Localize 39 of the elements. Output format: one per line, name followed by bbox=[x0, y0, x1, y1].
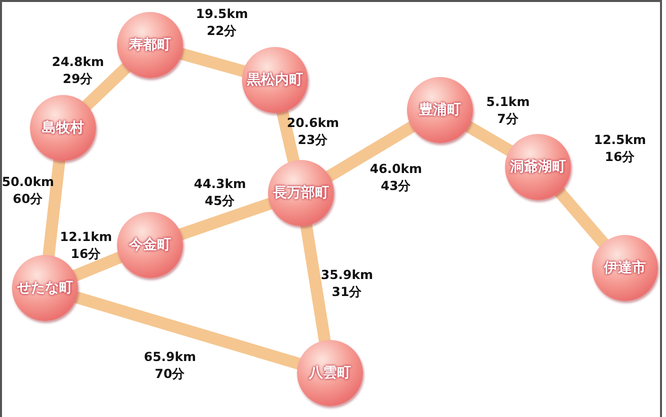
town-sphere bbox=[242, 47, 308, 113]
road-line bbox=[72, 252, 123, 282]
town-name: 八雲町 bbox=[309, 364, 351, 382]
town-name: 豊浦町 bbox=[419, 101, 461, 119]
town-sphere bbox=[117, 12, 183, 78]
town-name: せたな町 bbox=[17, 279, 73, 297]
town-name: 黒松内町 bbox=[247, 71, 303, 89]
distance-label: 50.0km 60分 bbox=[0, 173, 56, 207]
town-sphere bbox=[117, 212, 183, 278]
town-name: 島牧村 bbox=[42, 119, 84, 137]
road-line bbox=[42, 159, 66, 257]
town-name: 寿都町 bbox=[129, 36, 171, 54]
town-sphere bbox=[407, 77, 473, 143]
distance-label: 20.6km 23分 bbox=[286, 114, 340, 148]
town-sphere bbox=[297, 340, 363, 406]
town-sphere bbox=[268, 160, 334, 226]
road-line bbox=[74, 291, 302, 370]
distance-label: 12.1km 16分 bbox=[58, 228, 114, 262]
distance-label: 35.9km 31分 bbox=[320, 266, 374, 300]
town-sphere bbox=[505, 134, 571, 200]
road-line bbox=[554, 187, 609, 248]
road-line bbox=[179, 48, 246, 78]
distance-label: 46.0km 43分 bbox=[368, 160, 424, 194]
road-line bbox=[300, 224, 331, 342]
distance-label: 5.1km 7分 bbox=[485, 93, 531, 127]
distance-label: 24.8km 29分 bbox=[50, 53, 106, 87]
road-line bbox=[82, 62, 131, 110]
town-name: 伊達市 bbox=[604, 259, 646, 277]
town-name: 今金町 bbox=[129, 236, 171, 254]
distance-label: 19.5km 22分 bbox=[194, 5, 250, 39]
town-sphere bbox=[30, 95, 96, 161]
road-line bbox=[325, 121, 416, 182]
town-name: 長万部町 bbox=[273, 184, 329, 202]
distance-label: 12.5km 16分 bbox=[592, 131, 648, 165]
distance-label: 44.3km 45分 bbox=[192, 175, 248, 209]
town-sphere bbox=[592, 235, 658, 301]
road-line bbox=[178, 198, 273, 240]
distance-label: 65.9km 70分 bbox=[142, 348, 198, 382]
town-name: 洞爺湖町 bbox=[510, 158, 566, 176]
